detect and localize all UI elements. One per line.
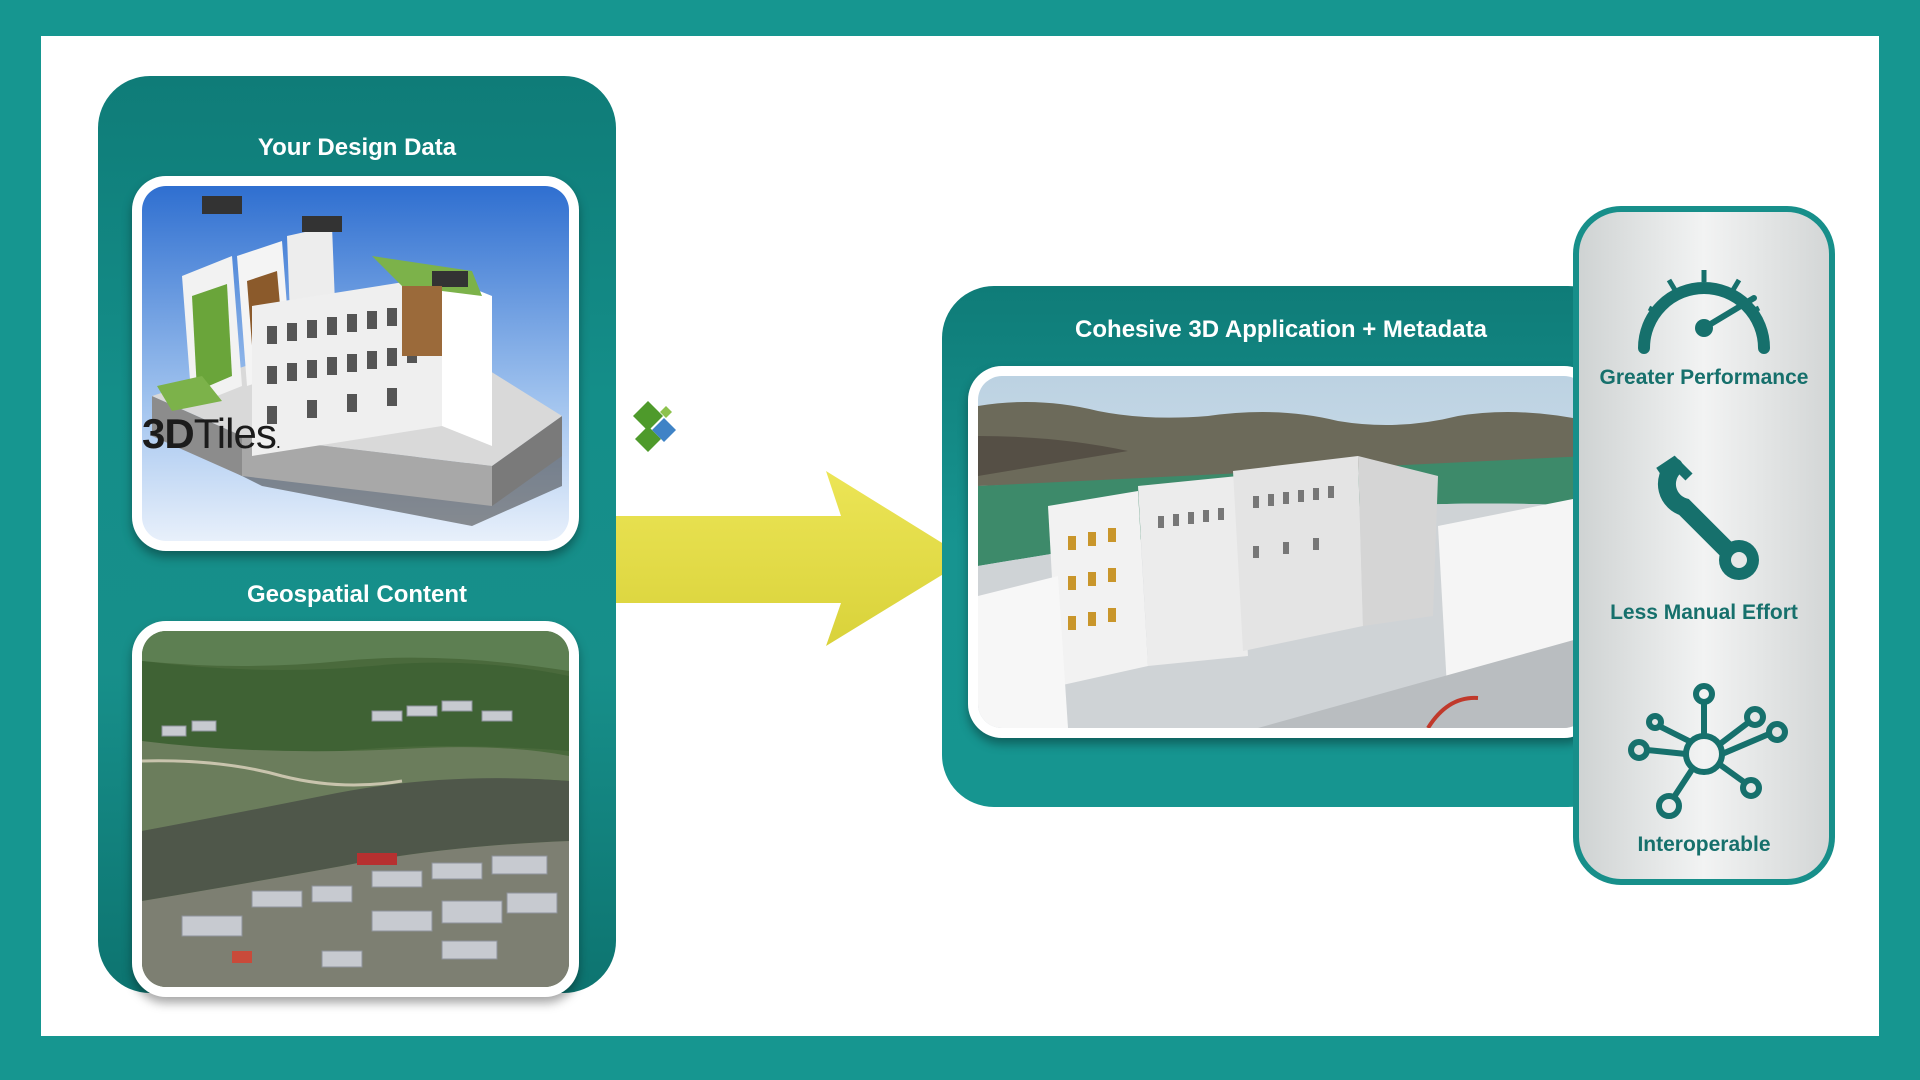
logo-text-light: Tiles (193, 410, 277, 457)
benefit-label-effort: Less Manual Effort (1610, 601, 1798, 624)
geospatial-image (132, 621, 579, 997)
city-scene-illustration (978, 376, 1588, 728)
benefits-panel: Greater Performance Less Manual Effort (1573, 206, 1835, 885)
benefit-label-interoperable: Interoperable (1637, 833, 1771, 856)
design-data-heading: Your Design Data (257, 134, 457, 161)
logo-text-mark: . (275, 432, 281, 452)
output-panel: Cohesive 3D Application + Metadata (942, 286, 1620, 807)
application-image (968, 366, 1598, 738)
speedometer-icon (1638, 270, 1770, 354)
aerial-terrain-illustration (142, 631, 569, 987)
3dtiles-logo-text: 3DTiles. (142, 410, 281, 458)
design-data-image (132, 176, 579, 551)
benefit-label-performance: Greater Performance (1599, 366, 1809, 389)
building-model-illustration (142, 186, 569, 541)
network-hub-icon (1628, 683, 1788, 819)
input-panel: Your Design Data (98, 76, 616, 997)
3dtiles-logo-icon (633, 401, 676, 452)
geospatial-heading: Geospatial Content (246, 581, 468, 608)
wrench-icon (1656, 455, 1759, 580)
logo-text-bold: 3D (142, 410, 195, 457)
application-heading: Cohesive 3D Application + Metadata (1075, 316, 1487, 343)
slide-canvas: Your Design Data (41, 36, 1879, 1036)
flow-arrow-icon (616, 471, 968, 646)
